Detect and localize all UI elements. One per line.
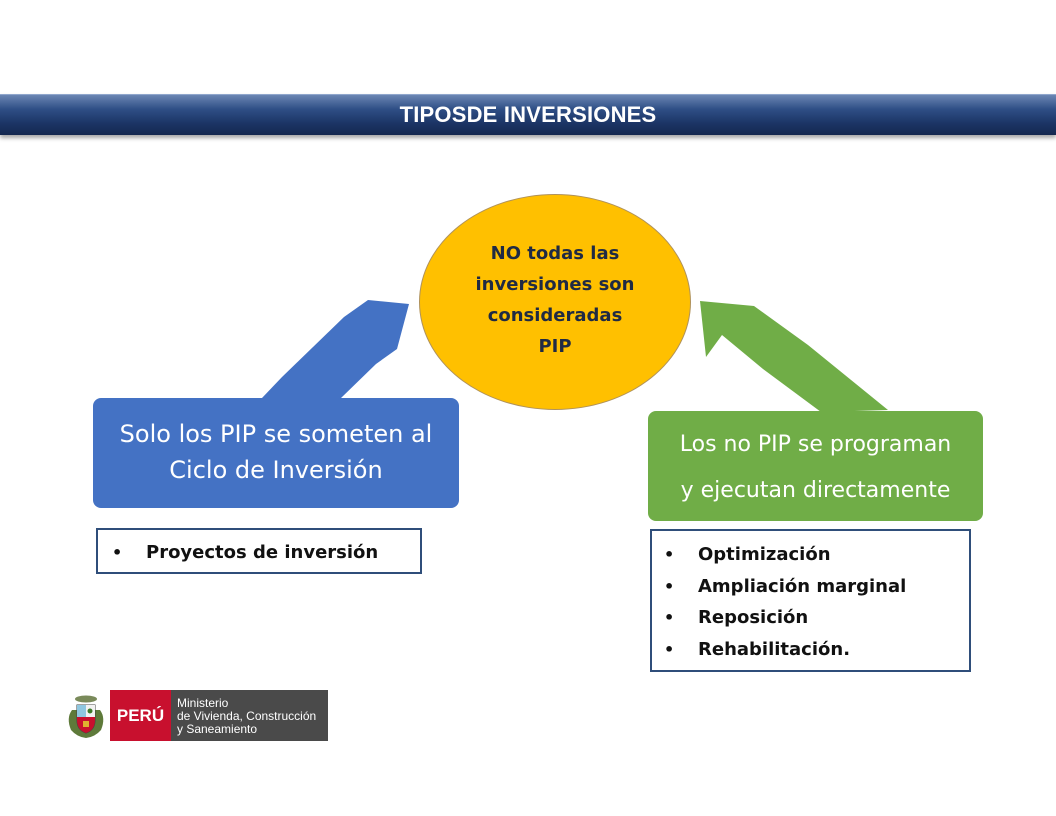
bullet-icon: • [112, 543, 123, 562]
list-item-label: Rehabilitación. [698, 638, 851, 660]
ministry-line: de Vivienda, Construcción [177, 709, 317, 723]
ministry-name: Ministerio de Vivienda, Construcción y S… [171, 690, 328, 741]
center-circle [419, 194, 691, 410]
pip-box-text: Solo los PIP se someten al Ciclo de Inve… [93, 416, 459, 488]
non-pip-line: y ejecutan directamente [680, 478, 951, 503]
non-pip-box [648, 411, 983, 521]
pip-box [93, 398, 459, 508]
pip-line: Ciclo de Inversión [169, 456, 383, 484]
bullet-icon: • [664, 608, 675, 627]
center-line: NO todas las [490, 243, 620, 264]
center-line: consideradas [487, 305, 623, 326]
center-line: inversiones son [475, 274, 635, 295]
list-item-label: Proyectos de inversión [146, 542, 379, 563]
coat-of-arms-icon [62, 690, 110, 741]
non-pip-line: Los no PIP se programan [679, 432, 952, 457]
pip-line: Solo los PIP se someten al [119, 420, 433, 448]
list-item-label: Reposición [698, 607, 809, 628]
list-item: • Optimización [664, 539, 969, 571]
ministry-logo: PERÚ Ministerio de Vivienda, Construcció… [62, 690, 328, 741]
arrow-up-right-icon [262, 300, 409, 398]
non-pip-box-text: Los no PIP se programan y ejecutan direc… [648, 422, 983, 514]
page-title: TIPOSDE INVERSIONES [399, 102, 657, 127]
ministry-line: Ministerio [177, 696, 229, 710]
pip-examples-list: • Proyectos de inversión [96, 528, 422, 574]
non-pip-examples-list: • Optimización • Ampliación marginal • Repo… [650, 529, 971, 672]
bullet-icon: • [664, 576, 675, 596]
list-item: • Rehabilitación. [664, 634, 969, 666]
list-item-label: Optimización [698, 544, 831, 565]
bullet-icon: • [664, 639, 675, 659]
center-circle-text: NO todas las inversiones son considerada… [445, 238, 665, 362]
center-line: PIP [538, 336, 572, 357]
arrow-up-left-icon [700, 301, 888, 412]
title-banner: TIPOSDE INVERSIONES [0, 94, 1056, 135]
list-item: • Ampliación marginal [664, 571, 969, 603]
bullet-icon: • [664, 545, 675, 564]
list-item-label: Ampliación marginal [698, 575, 907, 597]
ministry-line: y Saneamiento [177, 722, 258, 736]
list-item: • Proyectos de inversión [112, 540, 420, 566]
coat-of-arms-graphic [68, 695, 104, 738]
list-item: • Reposición [664, 602, 969, 634]
peru-label: PERÚ [110, 690, 171, 741]
